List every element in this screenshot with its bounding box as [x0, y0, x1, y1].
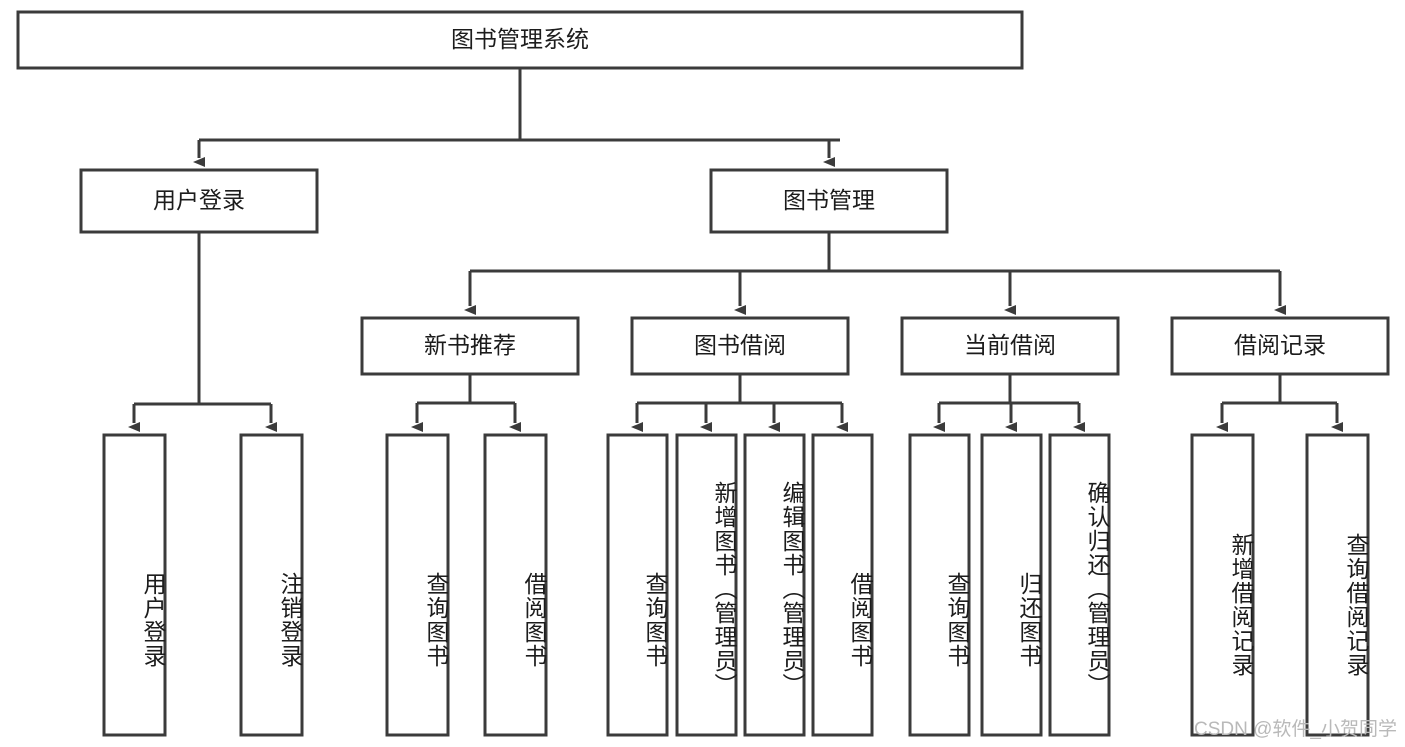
node-new-book-recommend[interactable]: 新书推荐 — [360, 316, 580, 376]
node-book-manage[interactable]: 图书管理 — [709, 168, 949, 234]
node-borrow-record[interactable]: 借阅记录 — [1170, 316, 1390, 376]
node-root-box[interactable] — [16, 10, 1024, 70]
node-book-manage-label: 图书管理 — [783, 187, 875, 213]
node-current-borrow[interactable]: 当前借阅 — [900, 316, 1120, 376]
node-current-borrow-box[interactable] — [900, 316, 1120, 376]
leaf-box-add-record[interactable] — [1190, 433, 1255, 737]
node-root-label: 图书管理系统 — [451, 26, 589, 52]
leaf-box-borrow-book-1[interactable] — [483, 433, 548, 737]
leaf-box-query-book-1[interactable] — [385, 433, 450, 737]
node-borrow-record-label: 借阅记录 — [1234, 332, 1326, 358]
csdn-watermark: CSDN @软件_小贺同学 — [1194, 719, 1397, 740]
leaf-box-confirm-return[interactable] — [1048, 433, 1111, 737]
leaf-box-query-book-2[interactable] — [606, 433, 669, 737]
node-borrow-record-box[interactable] — [1170, 316, 1390, 376]
leaf-box-user-login[interactable] — [102, 433, 167, 737]
node-current-borrow-label: 当前借阅 — [964, 332, 1056, 358]
node-new-book-recommend-label: 新书推荐 — [424, 332, 516, 358]
leaf-box-edit-book[interactable] — [743, 433, 806, 737]
node-book-manage-box[interactable] — [709, 168, 949, 234]
node-book-borrow-label: 图书借阅 — [694, 332, 786, 358]
leaf-box-logout[interactable] — [239, 433, 304, 737]
node-user-login-label: 用户登录 — [153, 187, 245, 213]
node-user-login-box[interactable] — [79, 168, 319, 234]
node-book-borrow[interactable]: 图书借阅 — [630, 316, 850, 376]
node-user-login[interactable]: 用户登录 — [79, 168, 319, 234]
leaf-box-group — [102, 433, 1370, 737]
leaf-box-add-book[interactable] — [675, 433, 738, 737]
leaf-box-borrow-book-2[interactable] — [811, 433, 874, 737]
leaf-box-return-book[interactable] — [980, 433, 1043, 737]
node-root[interactable]: 图书管理系统 — [16, 10, 1024, 70]
leaf-box-query-book-3[interactable] — [908, 433, 971, 737]
connector-group — [128, 68, 1343, 432]
node-new-book-recommend-box[interactable] — [360, 316, 580, 376]
leaf-box-query-record[interactable] — [1305, 433, 1370, 737]
node-book-borrow-box[interactable] — [630, 316, 850, 376]
